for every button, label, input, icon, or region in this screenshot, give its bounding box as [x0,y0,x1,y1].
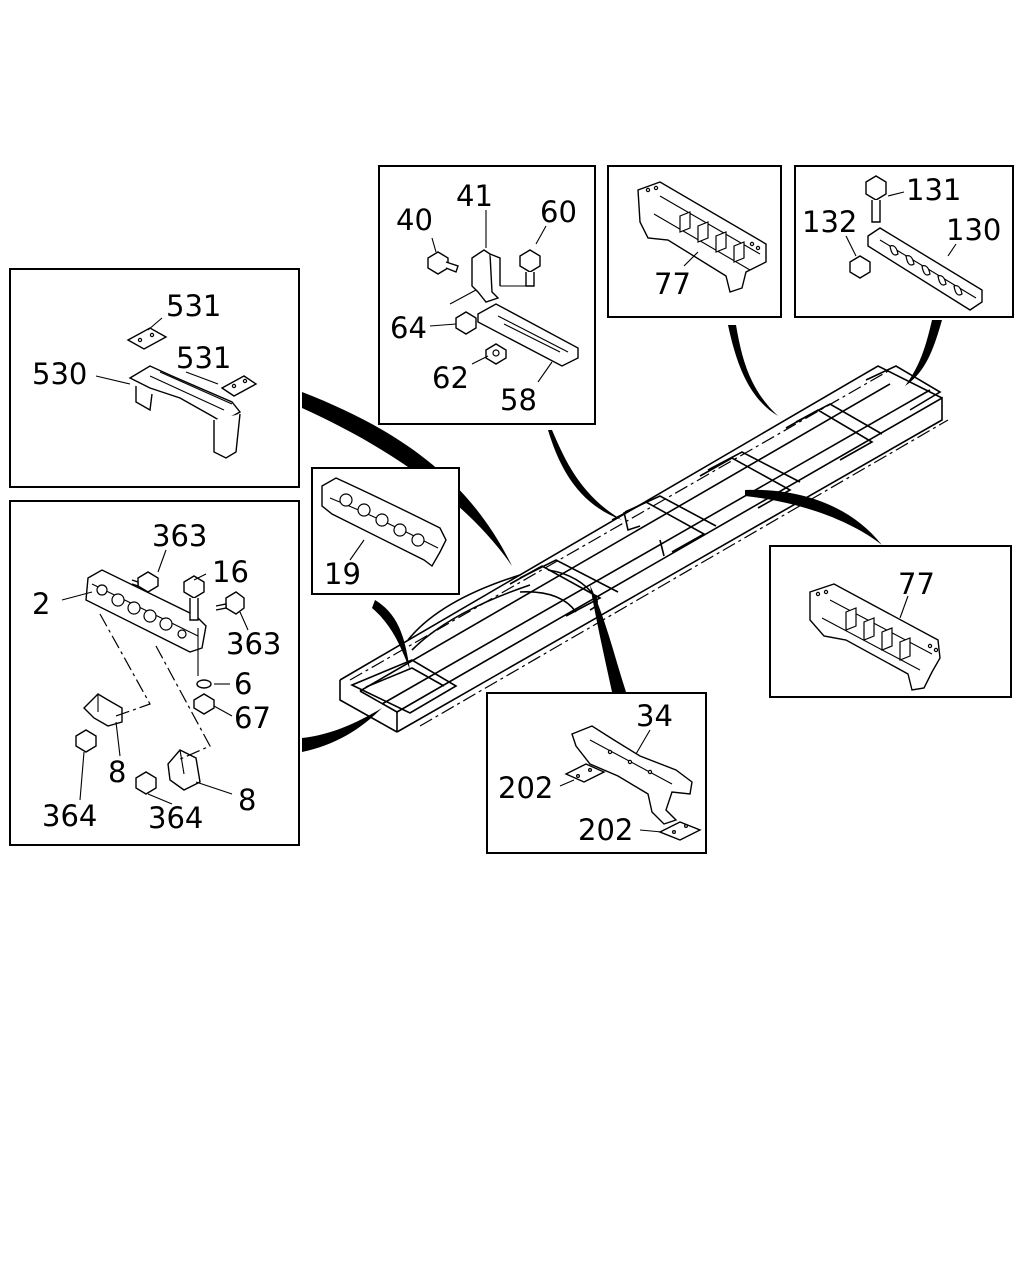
label-8-right: 8 [238,783,256,817]
label-8-left: 8 [108,755,126,789]
label-132: 132 [802,205,857,239]
label-67: 67 [234,701,271,735]
callout-130: 131 132 130 [794,165,1014,318]
callout-77-right: 77 [769,545,1012,698]
label-531-top: 531 [166,289,221,323]
label-202-bottom: 202 [578,813,633,847]
label-41: 41 [456,179,493,213]
label-364-right: 364 [148,801,203,835]
leader-130 [905,320,942,386]
callout-19: 19 [311,467,460,595]
label-60: 60 [540,195,577,229]
label-364-left: 364 [42,799,97,833]
label-131: 131 [906,173,961,207]
label-77-right: 77 [898,567,935,601]
label-77-top: 77 [654,267,691,301]
leader-2 [302,708,382,752]
label-363-top: 363 [152,519,207,553]
label-40: 40 [396,203,433,237]
label-2: 2 [32,587,50,621]
label-363-right: 363 [226,627,281,661]
leader-19 [372,600,410,670]
label-64: 64 [390,311,427,345]
callout-2: 363 16 2 363 6 67 8 8 364 364 [9,500,300,846]
callout-77-top: 77 [607,165,782,318]
label-130: 130 [946,213,1001,247]
main-chassis-frame [339,365,949,733]
label-531-right: 531 [176,341,231,375]
label-6: 6 [234,667,252,701]
label-530: 530 [32,357,87,391]
leader-77b [745,489,882,545]
label-19: 19 [324,557,361,591]
label-34: 34 [636,699,673,733]
label-202-top: 202 [498,771,553,805]
leader-58 [548,430,622,520]
label-62: 62 [432,361,469,395]
leader-530 [302,392,512,566]
label-58: 58 [500,383,537,417]
callout-530: 531 531 530 [9,268,300,488]
leader-wedges [302,320,942,752]
leader-34 [590,585,626,692]
leader-77a [728,325,778,416]
label-16: 16 [212,555,249,589]
callout-40: 40 41 60 64 62 58 [378,165,596,425]
callout-34: 34 202 202 [486,692,707,854]
